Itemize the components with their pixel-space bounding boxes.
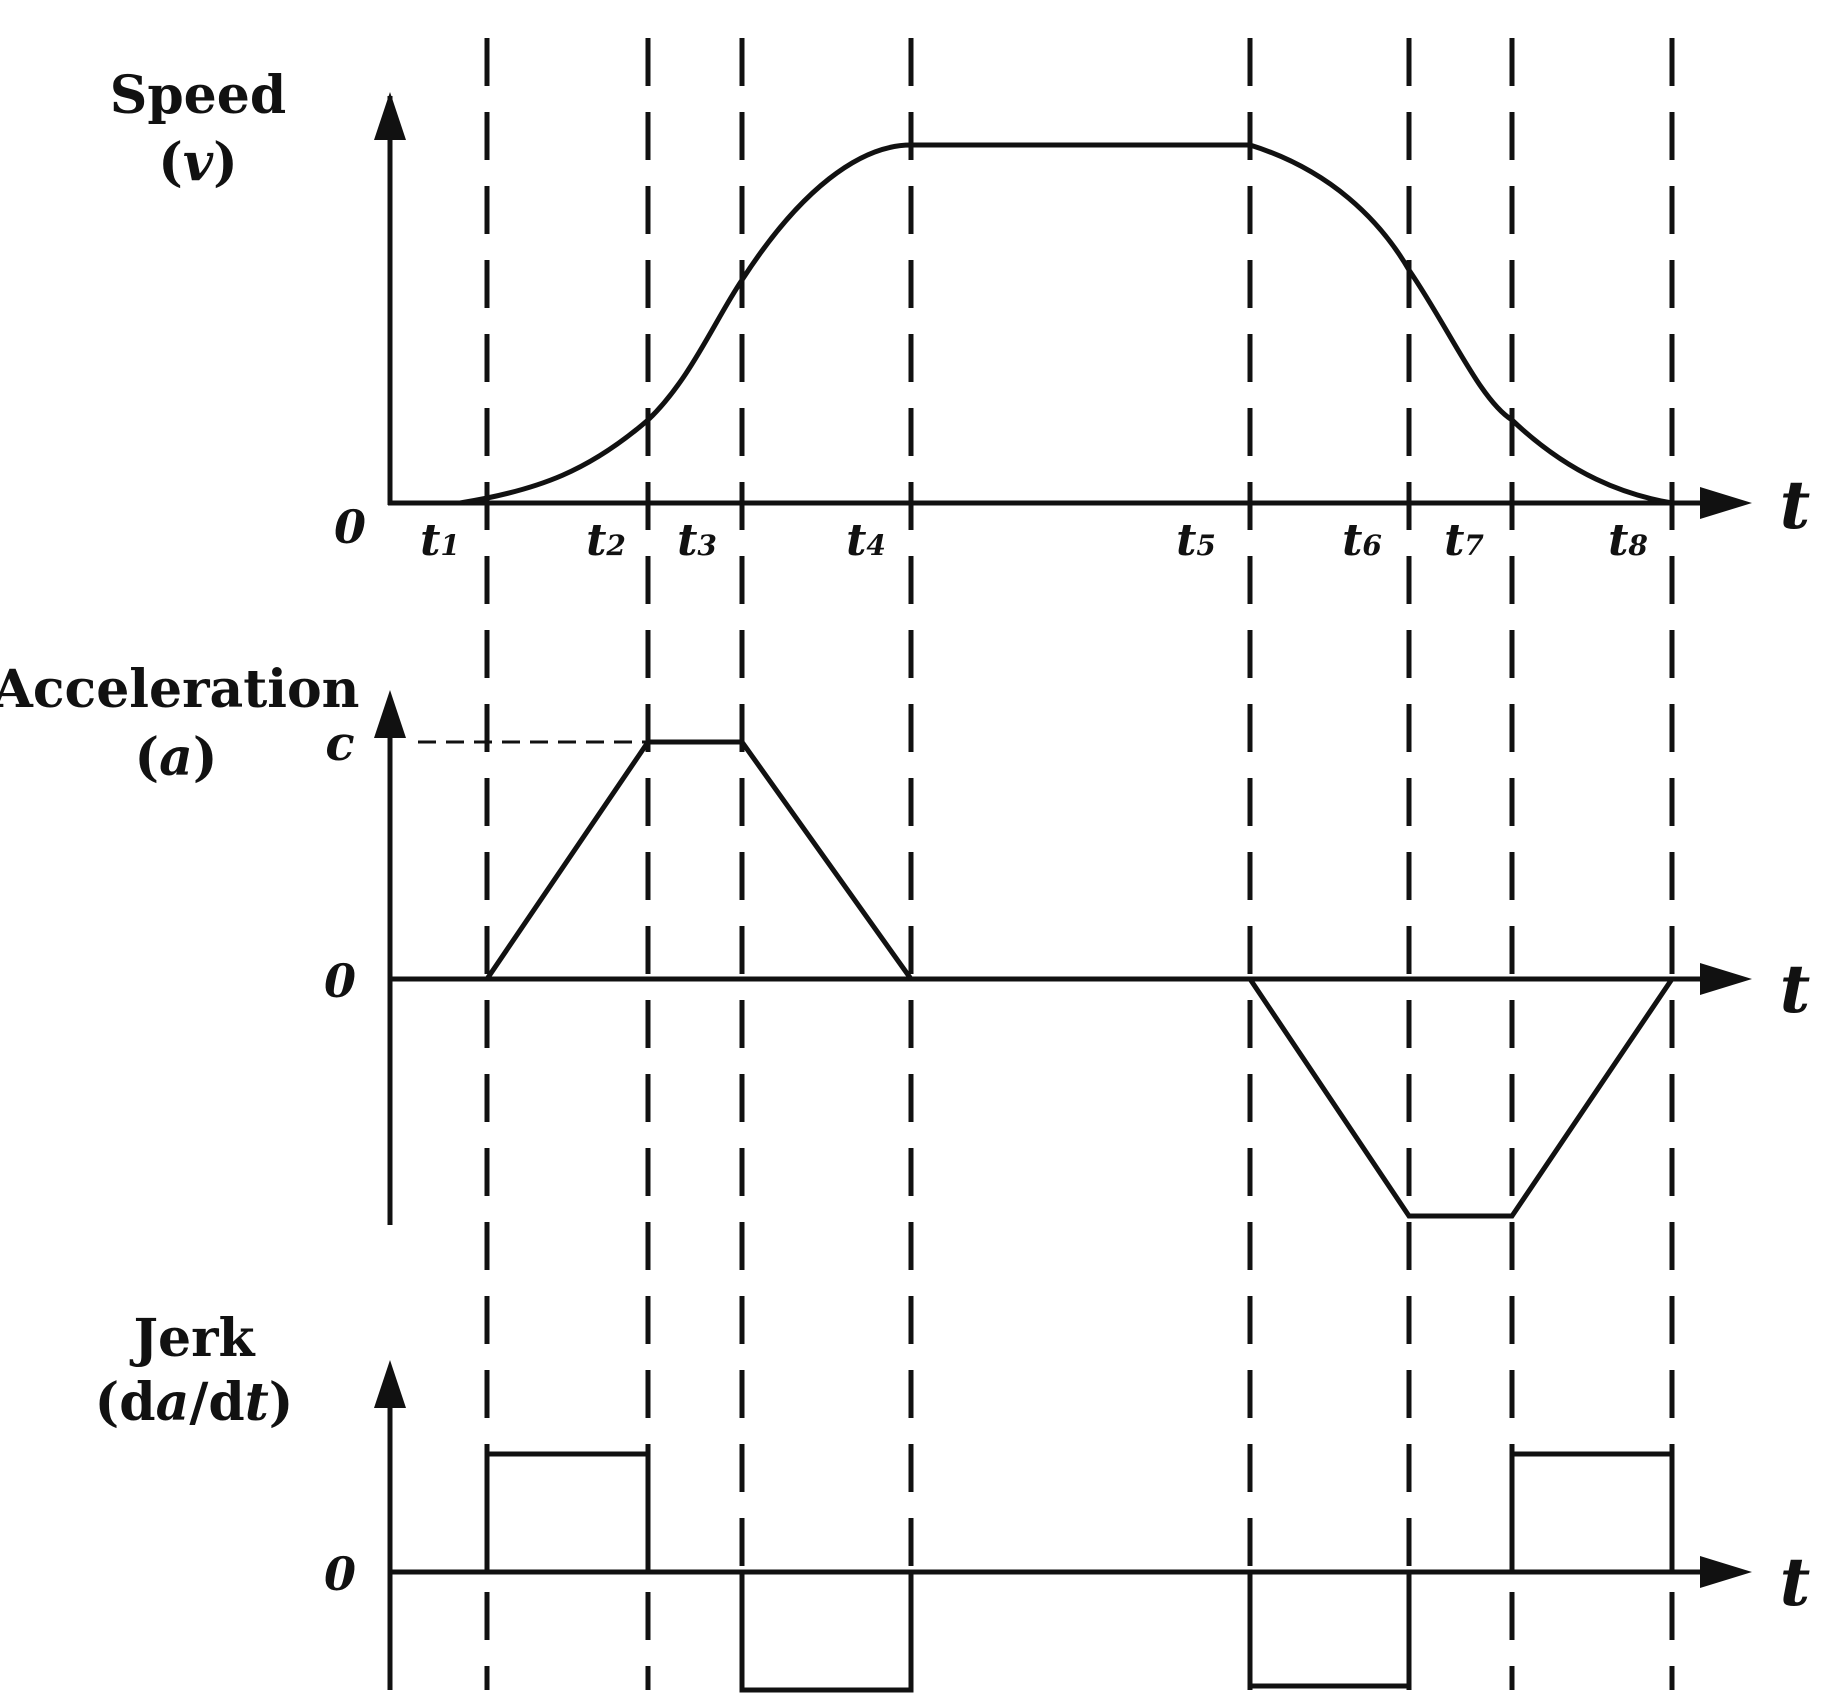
acceleration-curve (390, 739, 1700, 1219)
speed-y-axis-arrow (374, 92, 406, 140)
jerk-zero-label: 0 (324, 1547, 356, 1601)
jerk-curve (390, 1451, 1700, 1693)
jerk-y-axis-arrow (374, 1360, 406, 1408)
acceleration-peak-label: c (325, 716, 354, 772)
jerk-t-axis-label: t (1780, 1543, 1811, 1621)
tick-label-t7: t7 (1444, 515, 1484, 566)
acceleration-zero-label: 0 (324, 954, 356, 1008)
speed-curve (390, 142, 1673, 506)
acceleration-t-axis-arrow (1700, 963, 1752, 995)
speed-zero-label: 0 (334, 500, 366, 554)
time-marker-lines (484, 38, 1675, 1690)
speed-t-axis-arrow (1700, 487, 1752, 519)
tick-label-t8: t8 (1608, 515, 1648, 566)
speed-panel: Speed (v) 0 t t1 t2 t3 t4 t5 t6 t7 t8 (110, 65, 1810, 566)
jerk-symbol: (da/dt) (95, 1372, 294, 1433)
jerk-title: Jerk (129, 1308, 255, 1369)
tick-label-t5: t5 (1176, 515, 1216, 566)
acceleration-t-axis-label: t (1780, 950, 1811, 1028)
speed-symbol: (v) (158, 132, 237, 193)
speed-t-axis-label: t (1780, 466, 1811, 544)
tick-label-t3: t3 (677, 515, 717, 566)
acceleration-panel: Acceleration (a) c 0 t (0, 659, 1810, 1225)
jerk-t-axis-arrow (1700, 1556, 1752, 1588)
acceleration-y-axis-arrow (374, 690, 406, 738)
speed-title: Speed (110, 65, 286, 126)
tick-label-t4: t4 (846, 515, 886, 566)
acceleration-symbol: (a) (135, 727, 218, 788)
tick-label-t2: t2 (586, 515, 626, 566)
tick-label-t6: t6 (1342, 515, 1382, 566)
tick-label-t1: t1 (420, 515, 460, 566)
jerk-panel: Jerk (da/dt) 0 t (95, 1308, 1811, 1693)
acceleration-title: Acceleration (0, 659, 359, 720)
